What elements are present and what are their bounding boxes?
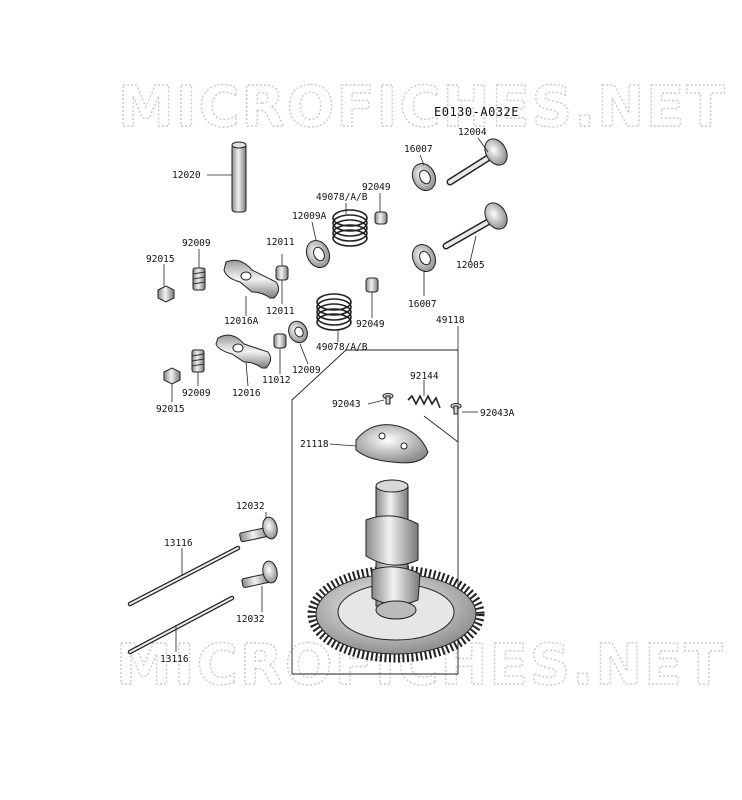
keeper-92049-top <box>374 211 388 225</box>
label-49118: 49118 <box>436 315 465 326</box>
push-rod-13116-upper <box>127 545 241 607</box>
label-12005: 12005 <box>456 260 485 271</box>
tappet-12032-upper <box>239 516 278 543</box>
label-92015-upper: 92015 <box>146 254 175 265</box>
label-12009: 12009 <box>292 365 321 376</box>
weight-21118 <box>355 424 429 464</box>
adjust-screw-92009-lower <box>191 349 205 373</box>
watermark-top: MICROFICHES.NET <box>118 75 727 140</box>
spring-92144 <box>407 394 441 409</box>
label-92009-lower: 92009 <box>182 388 211 399</box>
pin-92043 <box>382 393 394 405</box>
label-92043A: 92043A <box>480 408 515 419</box>
camshaft-gear <box>307 479 485 663</box>
label-16007-top: 16007 <box>404 144 433 155</box>
pivot-11012 <box>273 333 287 349</box>
label-12004: 12004 <box>458 127 487 138</box>
label-12009A: 12009A <box>292 211 327 222</box>
label-92144: 92144 <box>410 371 439 382</box>
label-12016: 12016 <box>232 388 261 399</box>
label-21118: 21118 <box>300 439 329 450</box>
valve-spring-49078-top <box>332 209 368 247</box>
label-12032-upper: 12032 <box>236 501 265 512</box>
label-92049-top: 92049 <box>362 182 391 193</box>
diagram-code: E0130-A032E <box>434 105 519 119</box>
pin-92043A <box>450 403 462 415</box>
label-12011-lower: 12011 <box>266 306 295 317</box>
retainer-12009A <box>305 239 331 269</box>
label-13116-upper: 13116 <box>164 538 193 549</box>
label-12016A: 12016A <box>224 316 259 327</box>
valve-12004 <box>446 138 508 186</box>
label-12020: 12020 <box>172 170 201 181</box>
nut-92015-upper <box>157 285 175 303</box>
label-49078-bottom: 49078/A/B <box>316 342 368 353</box>
valve-seat-16007-top <box>411 162 437 192</box>
retainer-12009 <box>288 320 308 344</box>
label-12032-lower: 12032 <box>236 614 265 625</box>
label-16007-bottom: 16007 <box>408 299 437 310</box>
valve-seat-16007-bottom <box>411 243 437 273</box>
rocker-arm-12016 <box>215 334 272 369</box>
tappet-12032-lower <box>241 560 278 588</box>
label-92009-upper: 92009 <box>182 238 211 249</box>
keeper-92049-bottom <box>365 277 379 293</box>
label-49078-top: 49078/A/B <box>316 192 368 203</box>
label-92015-lower: 92015 <box>156 404 185 415</box>
label-92049-bottom: 92049 <box>356 319 385 330</box>
rocker-arm-12016A <box>223 259 280 299</box>
pivot-12011-upper <box>275 265 289 281</box>
push-rod-12020 <box>231 141 247 213</box>
label-12011-upper: 12011 <box>266 237 295 248</box>
nut-92015-lower <box>163 367 181 385</box>
label-11012: 11012 <box>262 375 291 386</box>
push-rod-13116-lower <box>127 595 235 655</box>
label-13116-lower: 13116 <box>160 654 189 665</box>
label-92043: 92043 <box>332 399 361 410</box>
adjust-screw-92009-upper <box>192 267 206 291</box>
valve-spring-49078-bottom <box>316 293 352 331</box>
valve-12005 <box>442 202 508 250</box>
